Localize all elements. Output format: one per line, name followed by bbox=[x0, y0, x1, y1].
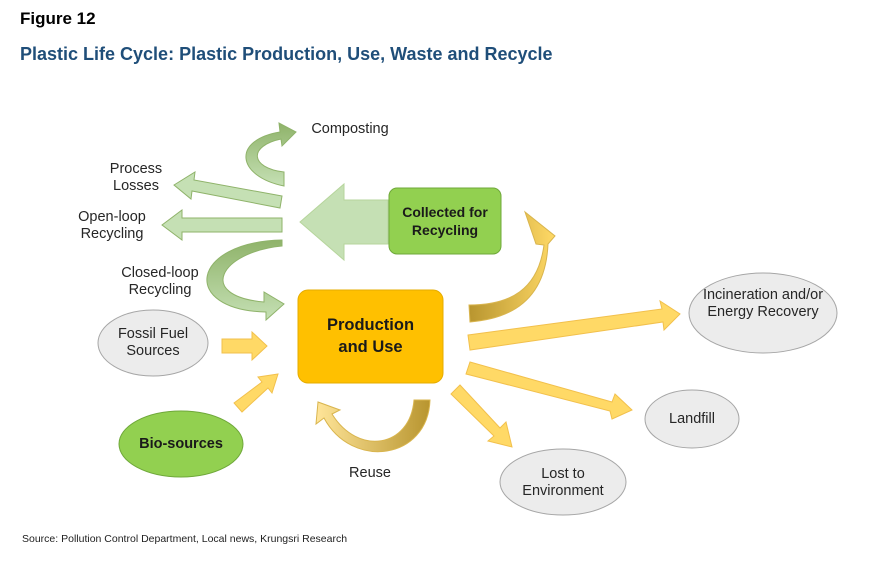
composting-curl-arrow bbox=[245, 122, 297, 187]
arrow-to-collected bbox=[468, 210, 556, 323]
closed-loop-label: Closed-loop Recycling bbox=[121, 265, 199, 298]
collected-label: Collected for Recycling bbox=[402, 204, 488, 238]
fossil-label: Fossil Fuel Sources bbox=[117, 326, 189, 359]
composting-label: Composting bbox=[311, 121, 389, 137]
collected-box bbox=[388, 187, 502, 255]
bio-label: Bio-sources bbox=[139, 436, 223, 452]
lost-label: Lost to Environment bbox=[522, 466, 604, 499]
closed-loop-curl-arrow bbox=[206, 239, 285, 322]
arrow-to-process-losses bbox=[173, 171, 283, 209]
source-note: Source: Pollution Control Department, Lo… bbox=[22, 533, 348, 545]
arrow-to-landfill bbox=[465, 361, 633, 420]
arrow-to-lost bbox=[450, 384, 513, 448]
arrow-to-incineration bbox=[467, 299, 681, 351]
landfill-ellipse bbox=[644, 389, 740, 449]
open-loop-label: Open-loop Recycling bbox=[78, 209, 146, 242]
reuse-label: Reuse bbox=[349, 465, 391, 481]
incineration-ellipse bbox=[688, 272, 838, 354]
reuse-loop-arrow bbox=[315, 399, 431, 453]
figure-title: Plastic Life Cycle: Plastic Production, … bbox=[20, 44, 553, 64]
production-box bbox=[297, 289, 444, 384]
arrow-from-bio bbox=[233, 373, 279, 413]
fossil-ellipse bbox=[97, 309, 209, 377]
bio-ellipse bbox=[118, 410, 244, 478]
incineration-label: Incineration and/or Energy Recovery bbox=[702, 287, 824, 320]
arrow-to-open-loop bbox=[161, 209, 283, 241]
production-label: Production and Use bbox=[326, 316, 415, 356]
arrow-from-fossil bbox=[221, 330, 268, 362]
lost-ellipse bbox=[499, 448, 627, 516]
landfill-label: Landfill bbox=[669, 411, 715, 427]
process-losses-label: Process Losses bbox=[109, 161, 163, 194]
arrow-from-collected bbox=[299, 182, 389, 262]
figure-label: Figure 12 bbox=[20, 9, 96, 28]
